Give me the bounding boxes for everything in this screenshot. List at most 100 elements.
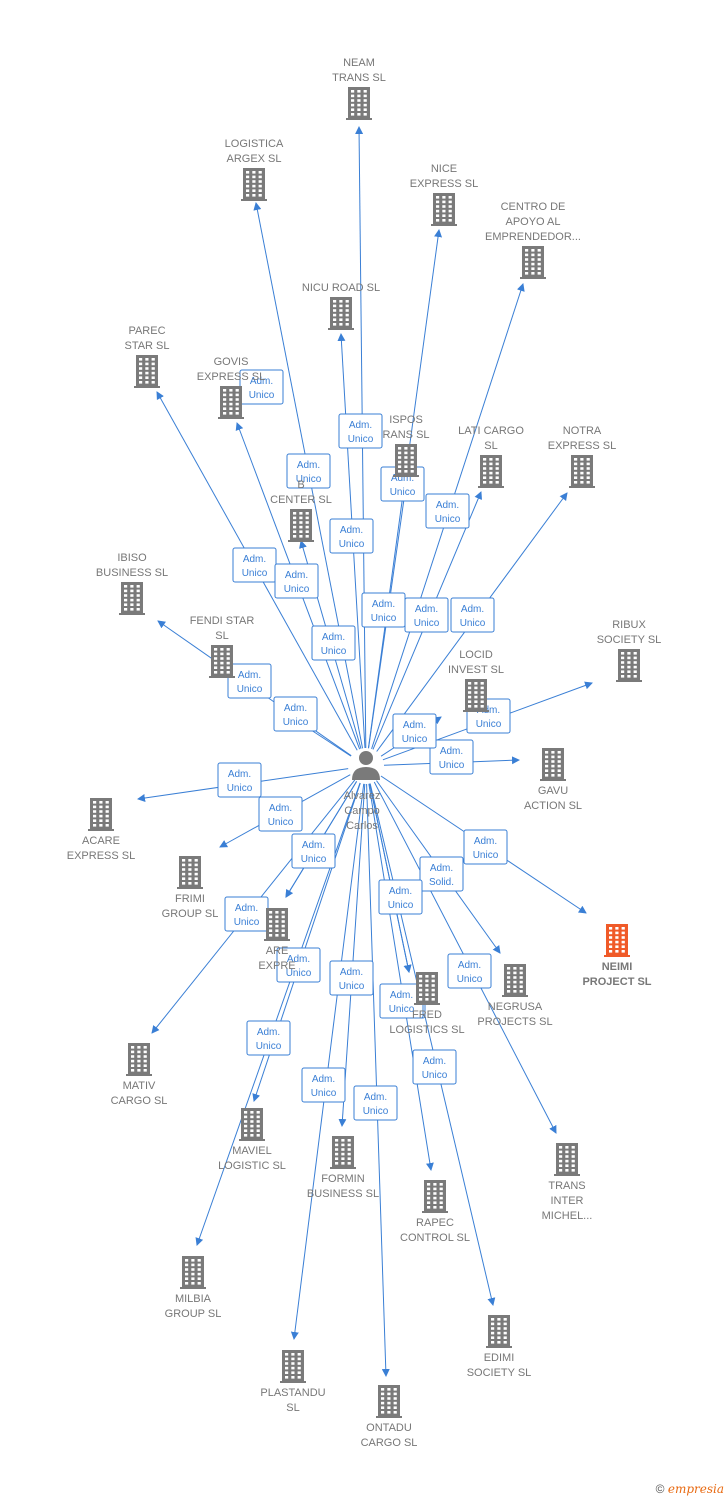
relation-label-text: Unico [363, 1106, 389, 1117]
company-node[interactable]: FORMIN BUSINESS SL [307, 1136, 379, 1200]
relation-label[interactable]: Adm.Unico [274, 563, 319, 599]
relation-label[interactable]: Adm.Unico [232, 547, 277, 583]
copyright-footer: © empresia [656, 1482, 724, 1496]
relation-label-text: Unico [457, 974, 483, 985]
relation-label-text: Unico [390, 487, 416, 498]
company-label: EXPRE [258, 960, 295, 972]
relation-label[interactable]: Adm.Unico [273, 696, 318, 732]
relation-label-text: Adm. [235, 903, 258, 914]
relation-label-text: Adm. [285, 570, 308, 581]
relation-label[interactable]: Adm.Unico [276, 947, 321, 983]
relation-label-text: Adm. [238, 670, 261, 681]
company-label: FENDI STAR [190, 615, 255, 627]
brand-logo[interactable]: empresia [667, 1482, 724, 1496]
relation-label[interactable]: Adm.Unico [329, 960, 374, 996]
relation-label-text: Adm. [312, 1074, 335, 1085]
relation-label[interactable]: Adm.Unico [378, 879, 423, 915]
relation-label[interactable]: Adm.Unico [447, 953, 492, 989]
company-label: BUSINESS SL [307, 1188, 379, 1200]
company-label: FORMIN [321, 1173, 364, 1185]
relation-label[interactable]: Adm.Unico [463, 829, 508, 865]
relation-label[interactable]: Adm. Unico [329, 518, 374, 554]
building-icon [616, 649, 642, 682]
relation-label-text: Unico [339, 539, 365, 550]
relation-label[interactable]: Adm.Unico [450, 597, 495, 633]
relation-label[interactable]: Adm.Unico [291, 833, 336, 869]
relation-label-text: Adm. [297, 460, 320, 471]
company-node[interactable]: TRANSINTERMICHEL... [542, 1143, 593, 1222]
relation-label-text: Unico [473, 850, 499, 861]
company-label: EXPRESS SL [548, 440, 616, 452]
relation-label-text: Adm. [440, 746, 463, 757]
relation-label[interactable]: Adm.Unico [224, 896, 269, 932]
company-node[interactable]: NICU ROAD SL [302, 282, 380, 330]
relation-label-text: Unico [439, 760, 465, 771]
relation-label[interactable]: Adm.Unico [246, 1020, 291, 1056]
relation-label[interactable]: Adm.Unico [361, 592, 406, 628]
edge-line [338, 783, 366, 1127]
relation-label[interactable]: Adm.Unico [227, 663, 272, 699]
relation-label-text: Unico [249, 390, 275, 401]
relation-label[interactable]: Adm.Unico [425, 493, 470, 529]
relation-label[interactable]: Adm.Unico [338, 413, 383, 449]
relation-label[interactable]: Adm.Unico [286, 453, 331, 489]
company-label: LOGISTICS SL [389, 1024, 464, 1036]
relation-label-text: Adm. [340, 525, 363, 536]
building-icon [241, 168, 267, 201]
relation-label[interactable]: Adm. Unico [217, 762, 262, 798]
company-label: CENTRO DE [501, 201, 566, 213]
person-label: Campo [344, 805, 379, 817]
relation-label[interactable]: Adm.Unico [353, 1085, 398, 1121]
relation-label[interactable]: Adm.Unico [311, 625, 356, 661]
company-label: INVEST SL [448, 664, 504, 676]
relation-label-text: Solid. [429, 877, 454, 888]
relation-label-text: Adm. [391, 473, 414, 484]
building-icon [177, 856, 203, 889]
building-icon [218, 386, 244, 419]
relation-label[interactable]: Adm.Unico [392, 713, 437, 749]
relation-label-text: Unico [389, 1004, 415, 1015]
relation-label[interactable]: Adm.Unico [412, 1049, 457, 1085]
relation-label-text: Unico [227, 783, 253, 794]
building-icon [463, 679, 489, 712]
relation-label[interactable]: Adm.Unico [258, 796, 303, 832]
relation-label[interactable]: Adm.Unico [301, 1067, 346, 1103]
relation-label-text: Adm. [322, 632, 345, 643]
relation-label[interactable]: Adm.Solid. [419, 856, 464, 892]
company-label: GROUP SL [162, 908, 219, 920]
relation-label[interactable]: Adm.Unico [404, 597, 449, 633]
company-label: GOVIS [214, 356, 249, 368]
relation-label-text: Adm. [228, 769, 251, 780]
relation-label[interactable]: Adm. Unico [429, 739, 474, 775]
company-label: INTER [551, 1195, 584, 1207]
